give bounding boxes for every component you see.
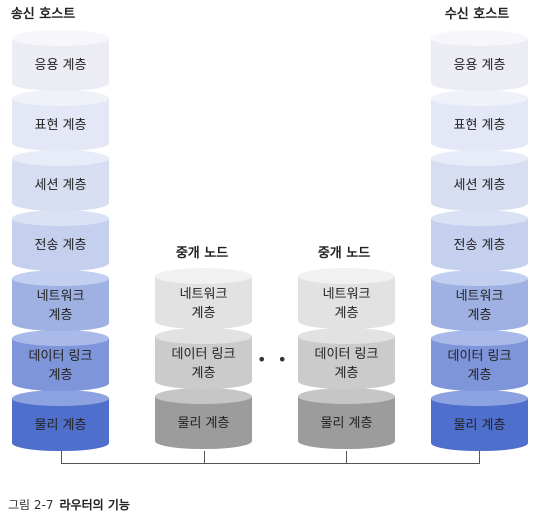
layer-top [431,30,528,47]
layer-label: 물리 계층 [177,416,230,431]
relay-node-1-title: 중개 노드 [175,246,229,261]
layer-cylinder: 물리 계층 [155,388,252,449]
connector-baseline [61,463,480,464]
connector-relay-2 [346,451,347,464]
layer-top [298,388,395,405]
layer-top [155,268,252,285]
layer-top [12,90,109,107]
layer-label: 전송 계층 [453,238,506,253]
figure-number: 그림 2-7 [8,498,54,512]
layer-top [12,270,109,287]
figure-caption: 그림 2-7 라우터의 기능 [8,496,130,513]
layer-cylinder: 세션 계층 [12,150,109,211]
layer-label: 전송 계층 [34,238,87,253]
ellipsis: • • • [257,350,311,369]
layer-cylinder: 물리 계층 [298,388,395,449]
layer-label: 네트워크 계층 [455,288,504,323]
layer-top [431,90,528,107]
layer-top [12,210,109,227]
layer-label: 데이터 링크 계층 [171,346,236,381]
layer-label: 데이터 링크 계층 [447,348,512,383]
layer-top [12,30,109,47]
sender-host-title: 송신 호스트 [10,7,76,22]
layer-label: 네트워크 계층 [36,288,85,323]
relay-node-2-stack: 물리 계층 데이터 링크 계층 네트워크 계층 [298,268,395,450]
layer-label: 표현 계층 [453,118,506,133]
layer-label: 데이터 링크 계층 [28,348,93,383]
layer-top [12,150,109,167]
layer-cylinder: 네트워크 계층 [298,268,395,329]
layer-top [298,268,395,285]
layer-top [12,330,109,347]
layer-cylinder: 데이터 링크 계층 [298,328,395,389]
layer-top [155,388,252,405]
layer-top [431,270,528,287]
layer-label: 세션 계층 [453,178,506,193]
layer-cylinder: 네트워크 계층 [431,270,528,331]
layer-top [12,390,109,407]
layer-cylinder: 데이터 링크 계층 [12,330,109,391]
layer-label: 응용 계층 [453,58,506,73]
connector-sender [61,451,62,464]
layer-top [431,390,528,407]
layer-label: 네트워크 계층 [322,286,371,321]
layer-cylinder: 네트워크 계층 [12,270,109,331]
layer-cylinder: 전송 계층 [431,210,528,271]
layer-cylinder: 전송 계층 [12,210,109,271]
layer-cylinder: 응용 계층 [431,30,528,91]
layer-label: 응용 계층 [34,58,87,73]
relay-node-1-stack: 물리 계층 데이터 링크 계층 네트워크 계층 [155,268,252,450]
layer-label: 물리 계층 [453,418,506,433]
layer-label: 물리 계층 [34,418,87,433]
layer-cylinder: 네트워크 계층 [155,268,252,329]
layer-label: 세션 계층 [34,178,87,193]
layer-top [155,328,252,345]
layer-label: 데이터 링크 계층 [314,346,379,381]
layer-top [298,328,395,345]
layer-label: 표현 계층 [34,118,87,133]
layer-cylinder: 응용 계층 [12,30,109,91]
layer-cylinder: 표현 계층 [431,90,528,151]
layer-cylinder: 물리 계층 [12,390,109,451]
layer-label: 네트워크 계층 [179,286,228,321]
layer-top [431,150,528,167]
layer-cylinder: 물리 계층 [431,390,528,451]
connector-relay-1 [204,451,205,464]
receiver-host-title: 수신 호스트 [444,7,510,22]
layer-cylinder: 표현 계층 [12,90,109,151]
layer-cylinder: 데이터 링크 계층 [155,328,252,389]
sender-host-stack: 물리 계층 데이터 링크 계층 네트워크 계층 전송 계층 세션 계층 표현 계층 응용 계… [12,30,109,452]
layer-top [431,330,528,347]
layer-top [431,210,528,227]
figure-title: 라우터의 기능 [59,498,130,512]
connector-receiver [479,451,480,464]
relay-node-2-title: 중개 노드 [317,246,371,261]
receiver-host-stack: 물리 계층 데이터 링크 계층 네트워크 계층 전송 계층 세션 계층 표현 계층 응용 계… [431,30,528,452]
layer-label: 물리 계층 [320,416,373,431]
layer-cylinder: 세션 계층 [431,150,528,211]
layer-cylinder: 데이터 링크 계층 [431,330,528,391]
